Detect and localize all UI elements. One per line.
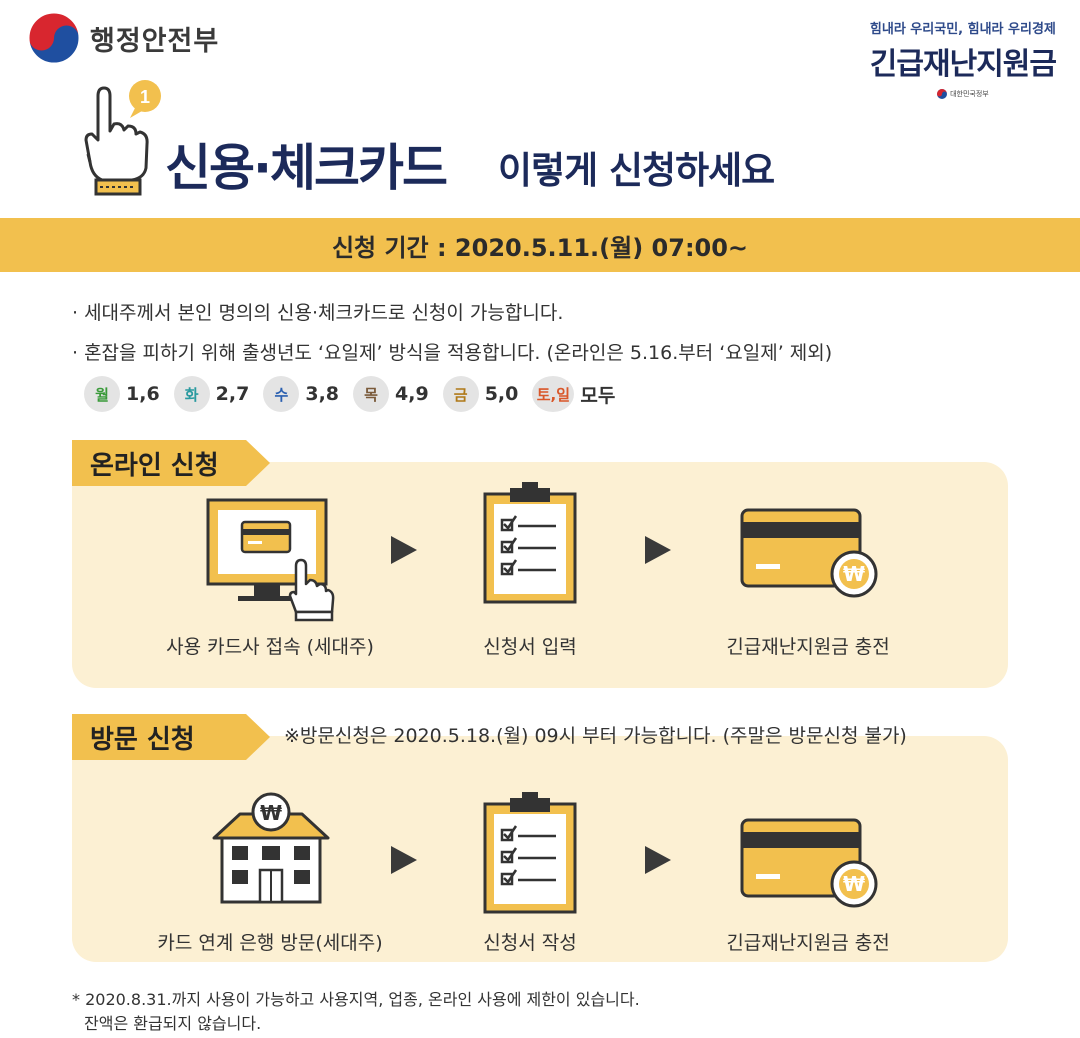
footnote-usage-limit: * 2020.8.31.까지 사용이 가능하고 사용지역, 업종, 온라인 사용… [72,990,640,1009]
day-numbers-tue: 2,7 [215,383,250,405]
day-numbers-weekend: 모두 [580,384,616,407]
arrow-right-icon [645,536,671,564]
weekday-schedule: 월 1,6 화 2,7 수 3,8 목 4,9 금 5,0 토,일 모두 [84,376,623,412]
government-label: 대한민국정부 [950,90,989,98]
card-won-icon: ₩ [740,508,878,598]
online-step-card-company: 사용 카드사 접속 (세대주) [166,636,374,658]
day-numbers-mon: 1,6 [126,383,160,405]
day-badge-mon: 월 [84,376,120,412]
visit-step-form: 신청서 작성 [483,932,577,954]
day-numbers-thu: 4,9 [395,383,429,405]
clipboard-checklist-icon [483,482,577,604]
visit-step-bank: 카드 연계 은행 방문(세대주) [157,932,383,954]
footnote-no-refund: 잔액은 환급되지 않습니다. [84,1014,262,1033]
badge-number: 1 [140,87,150,107]
svg-text:₩: ₩ [843,872,865,896]
footnote: * 2020.8.31.까지 사용이 가능하고 사용지역, 업종, 온라인 사용… [72,988,640,1036]
arrow-right-icon [645,846,671,874]
note-weekday-system: · 혼잡을 피하기 위해 출생년도 ‘요일제’ 방식을 적용합니다. (온라인은… [72,342,833,364]
day-numbers-wed: 3,8 [305,383,340,405]
slogan: 힘내라 우리국민, 힘내라 우리경제 긴급재난지원금 대한민국정부 [869,18,1057,99]
pointing-hand-icon: 1 [84,80,161,196]
day-badge-thu: 목 [353,376,390,412]
day-badge-weekend: 토,일 [532,376,575,412]
computer-card-icon [206,498,335,622]
ministry-name: 행정안전부 [90,25,220,57]
taegeuk-icon [28,12,80,64]
svg-text:₩: ₩ [260,801,282,825]
online-step-charge: 긴급재난지원금 충전 [726,636,890,658]
slogan-title: 긴급재난지원금 [869,47,1057,82]
bank-building-icon: ₩ [212,792,330,904]
note-household-head: · 세대주께서 본인 명의의 신용·체크카드로 신청이 가능합니다. [72,302,564,324]
card-won-icon: ₩ [740,818,878,908]
taegeuk-small-icon [937,89,948,99]
clipboard-checklist-icon [483,792,577,914]
visit-application-tag: 방문 신청 [72,714,270,760]
slogan-subtitle: 힘내라 우리국민, 힘내라 우리경제 [869,22,1056,37]
svg-text:₩: ₩ [843,562,865,586]
page-title: 신용·체크카드 [165,139,448,197]
application-period: 신청 기간 : 2020.5.11.(월) 07:00~ [0,218,1080,272]
online-application-tag: 온라인 신청 [72,440,270,486]
government-mark: 대한민국정부 [870,89,1056,99]
day-numbers-fri: 5,0 [484,383,519,405]
ministry-logo: 행정안전부 [28,12,219,64]
page-subtitle: 이렇게 신청하세요 [498,149,775,192]
day-badge-wed: 수 [263,376,300,412]
arrow-right-icon [391,846,417,874]
arrow-right-icon [391,536,417,564]
online-step-form: 신청서 입력 [483,636,577,658]
day-badge-fri: 금 [442,376,479,412]
visit-application-note: ※방문신청은 2020.5.18.(월) 09시 부터 가능합니다. (주말은 … [284,725,907,747]
visit-step-charge: 긴급재난지원금 충전 [726,932,890,954]
day-badge-tue: 화 [173,376,210,412]
